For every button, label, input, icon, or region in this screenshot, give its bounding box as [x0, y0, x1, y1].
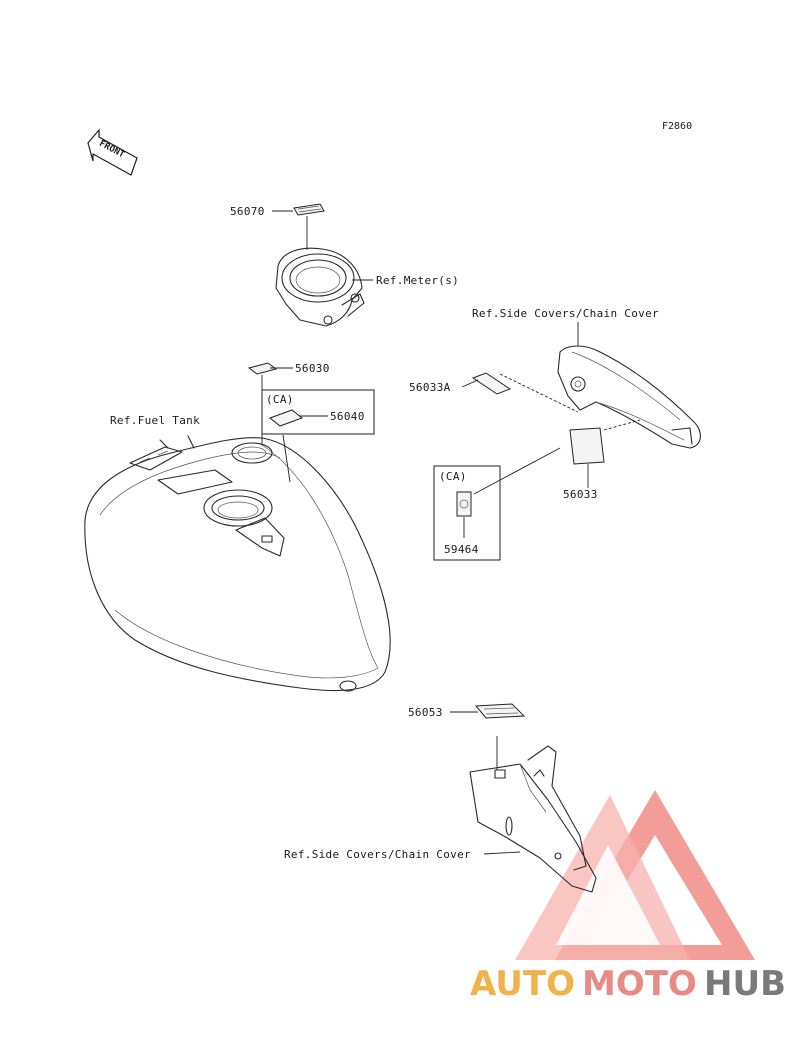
- front-arrow-icon: FRONT: [87, 128, 138, 176]
- svg-text:HUB: HUB: [704, 964, 786, 1004]
- part-number-56070: 56070: [230, 205, 265, 218]
- fuel-tank: Ref.Fuel Tank: [84, 414, 391, 692]
- part-number-56033: 56033: [563, 488, 598, 501]
- watermark-text: AUTO MOTO HUB: [470, 964, 786, 1004]
- ref-side-covers-top-label: Ref.Side Covers/Chain Cover: [472, 307, 659, 320]
- part-number-56030: 56030: [295, 362, 330, 375]
- svg-text:MOTO: MOTO: [582, 964, 697, 1004]
- side-cover-upper: Ref.Side Covers/Chain Cover: [472, 307, 701, 449]
- part-number-56053: 56053: [408, 706, 443, 719]
- part-number-56040: 56040: [330, 410, 365, 423]
- ref-fuel-tank-label: Ref.Fuel Tank: [110, 414, 200, 427]
- ca-label-1: (CA): [266, 393, 294, 406]
- decal-59464: [456, 491, 472, 517]
- decal-56053: [474, 703, 526, 719]
- part-number-59464: 59464: [444, 543, 479, 556]
- ca-box-56040: [261, 389, 375, 435]
- decal-56033: [569, 427, 605, 465]
- chain-cover-lower: [469, 745, 597, 893]
- figure-code: F2860: [662, 121, 692, 132]
- decal-56033A: [471, 372, 512, 395]
- svg-text:AUTO: AUTO: [470, 964, 575, 1004]
- part-number-56033A: 56033A: [409, 381, 451, 394]
- watermark-logo-icon: [515, 790, 755, 960]
- meter-assembly: [272, 203, 373, 327]
- decal-56040: [268, 409, 304, 427]
- ca-label-2: (CA): [439, 470, 467, 483]
- ca-box-59464: [433, 465, 501, 561]
- ref-side-covers-bottom-label: Ref.Side Covers/Chain Cover: [284, 848, 471, 861]
- ref-meter-label: Ref.Meter(s): [376, 274, 459, 287]
- decal-56030: [247, 362, 278, 375]
